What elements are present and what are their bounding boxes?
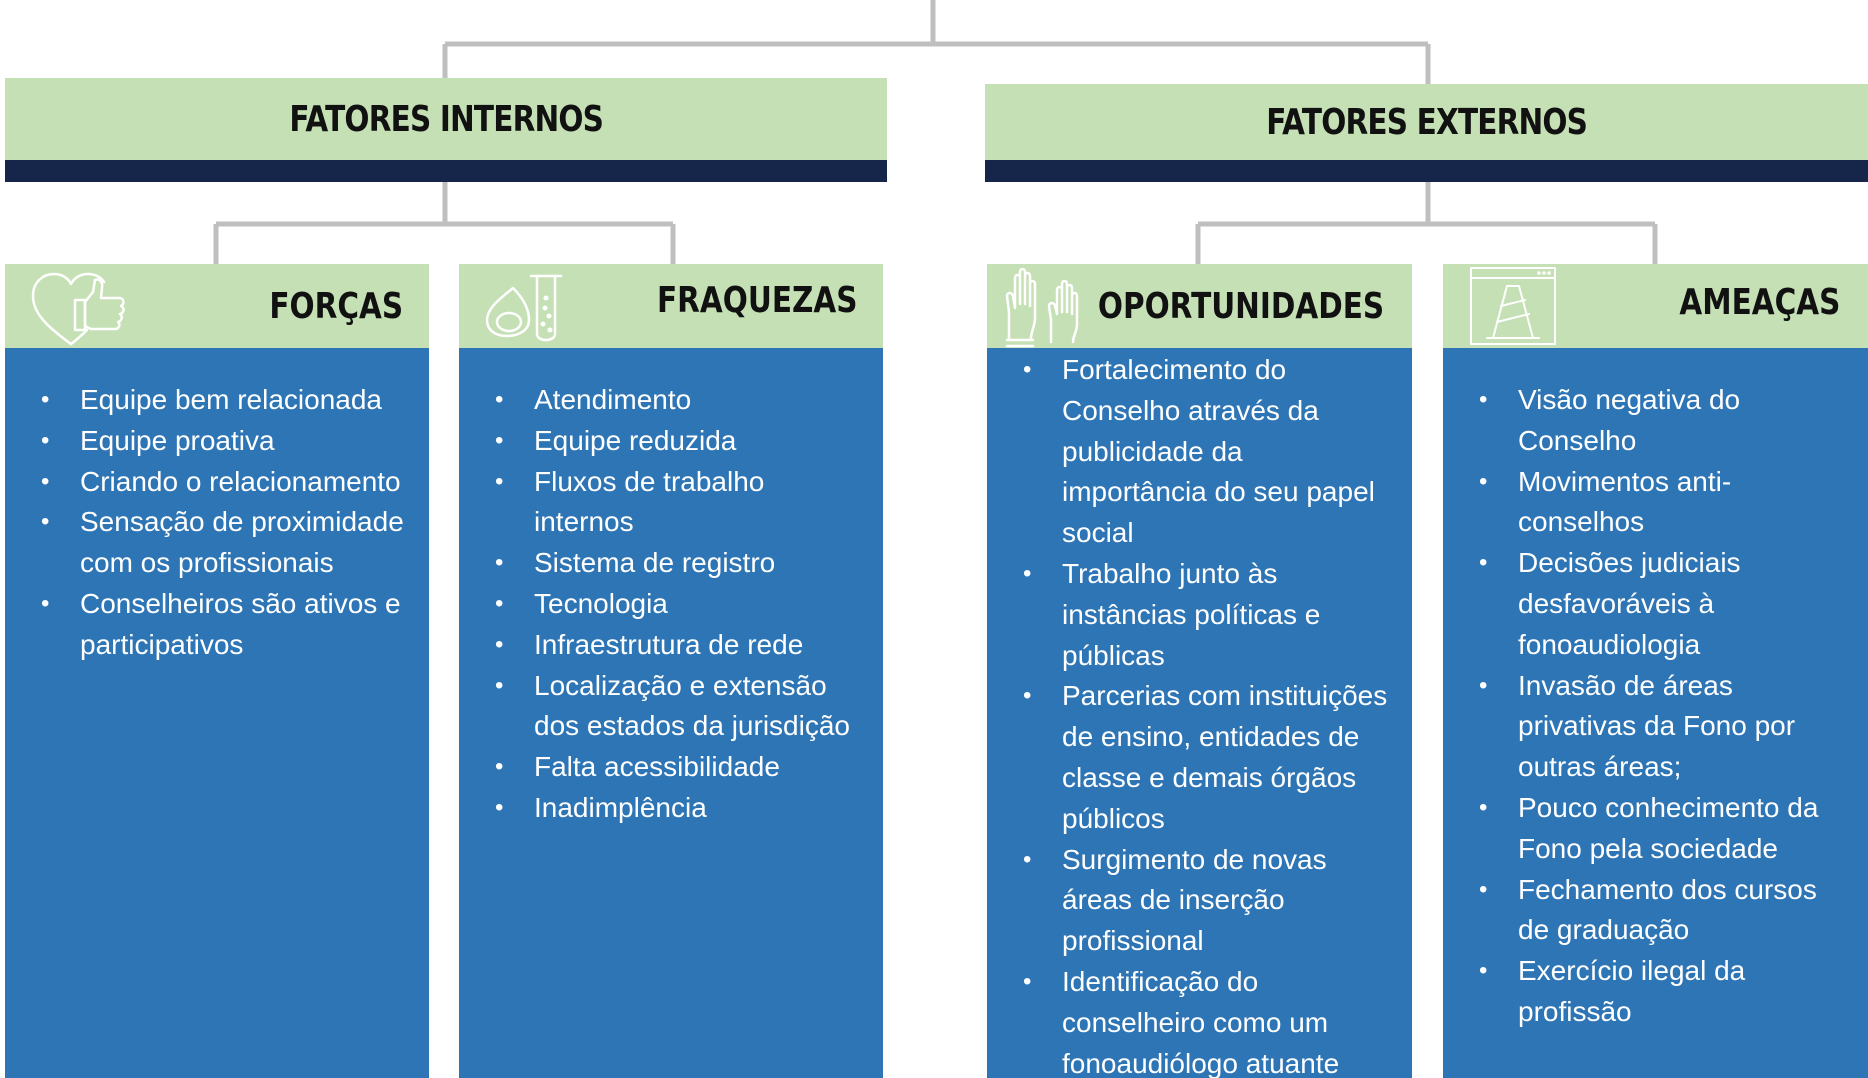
list-item: Movimentos anti-conselhos [1443, 462, 1848, 544]
list-item: Infraestrutura de rede [459, 625, 863, 666]
test-tube-icon [485, 274, 563, 342]
list-item: Conselheiros são ativos e participativos [5, 584, 409, 666]
raised-hands-icon [1005, 268, 1079, 348]
threats-title: AMEAÇAS [1678, 282, 1840, 323]
list-item: Trabalho junto às instâncias políticas e… [987, 554, 1392, 676]
list-item: Equipe proativa [5, 421, 409, 462]
heart-thumbs-up-icon [31, 272, 125, 346]
list-item: Sensação de proximidade com os profissio… [5, 502, 409, 584]
opportunities-header: OPORTUNIDADES [987, 264, 1412, 348]
weaknesses-list: Atendimento Equipe reduzida Fluxos de tr… [459, 348, 883, 829]
threats-header: AMEAÇAS [1443, 264, 1868, 348]
list-item: Pouco conhecimento da Fono pela sociedad… [1443, 788, 1848, 870]
weaknesses-column: FRAQUEZAS Atendimento Equipe reduzida Fl… [459, 264, 883, 1078]
list-item: Atendimento [459, 380, 863, 421]
weaknesses-title: FRAQUEZAS [656, 280, 857, 321]
list-item: Surgimento de novas áreas de inserção pr… [987, 840, 1392, 962]
internal-factors-header: FATORES INTERNOS [5, 78, 887, 182]
list-item: Invasão de áreas privativas da Fono por … [1443, 666, 1848, 788]
list-item: Identificação do conselheiro como um fon… [987, 962, 1392, 1078]
list-item: Decisões judiciais desfavoráveis à fonoa… [1443, 543, 1848, 665]
list-item: Equipe reduzida [459, 421, 863, 462]
list-item: Criando o relacionamento [5, 462, 409, 503]
list-item: Parcerias com instituições de ensino, en… [987, 676, 1392, 839]
threats-column: AMEAÇAS Visão negativa do Conselho Movim… [1443, 264, 1868, 1078]
weaknesses-body: Atendimento Equipe reduzida Fluxos de tr… [459, 348, 883, 1078]
strengths-body: Equipe bem relacionada Equipe proativa C… [5, 348, 429, 1078]
list-item: Visão negativa do Conselho [1443, 380, 1848, 462]
strengths-header: FORÇAS [5, 264, 429, 348]
list-item: Falta acessibilidade [459, 747, 863, 788]
strengths-list: Equipe bem relacionada Equipe proativa C… [5, 348, 429, 666]
list-item: Equipe bem relacionada [5, 380, 409, 421]
list-item: Inadimplência [459, 788, 863, 829]
internal-factors-title: FATORES INTERNOS [289, 98, 603, 140]
list-item: Fluxos de trabalho internos [459, 462, 863, 544]
list-item: Tecnologia [459, 584, 863, 625]
threats-body: Visão negativa do Conselho Movimentos an… [1443, 348, 1868, 1078]
external-factors-title: FATORES EXTERNOS [1266, 101, 1588, 143]
list-item: Exercício ilegal da profissão [1443, 951, 1848, 1033]
strengths-title: FORÇAS [269, 286, 403, 327]
opportunities-list: Fortalecimento do Conselho através da pu… [987, 348, 1412, 1078]
list-item: Localização e extensão dos estados da ju… [459, 666, 863, 748]
list-item: Fortalecimento do Conselho através da pu… [987, 350, 1392, 554]
strengths-column: FORÇAS Equipe bem relacionada Equipe pro… [5, 264, 429, 1078]
opportunities-title: OPORTUNIDADES [1097, 286, 1384, 327]
opportunities-body: Fortalecimento do Conselho através da pu… [987, 348, 1412, 1078]
external-factors-header: FATORES EXTERNOS [985, 84, 1868, 182]
opportunities-column: OPORTUNIDADES Fortalecimento do Conselho… [987, 264, 1412, 1078]
traffic-cone-icon [1470, 267, 1556, 345]
threats-list: Visão negativa do Conselho Movimentos an… [1443, 348, 1868, 1033]
list-item: Sistema de registro [459, 543, 863, 584]
list-item: Fechamento dos cursos de graduação [1443, 870, 1848, 952]
weaknesses-header: FRAQUEZAS [459, 264, 883, 348]
